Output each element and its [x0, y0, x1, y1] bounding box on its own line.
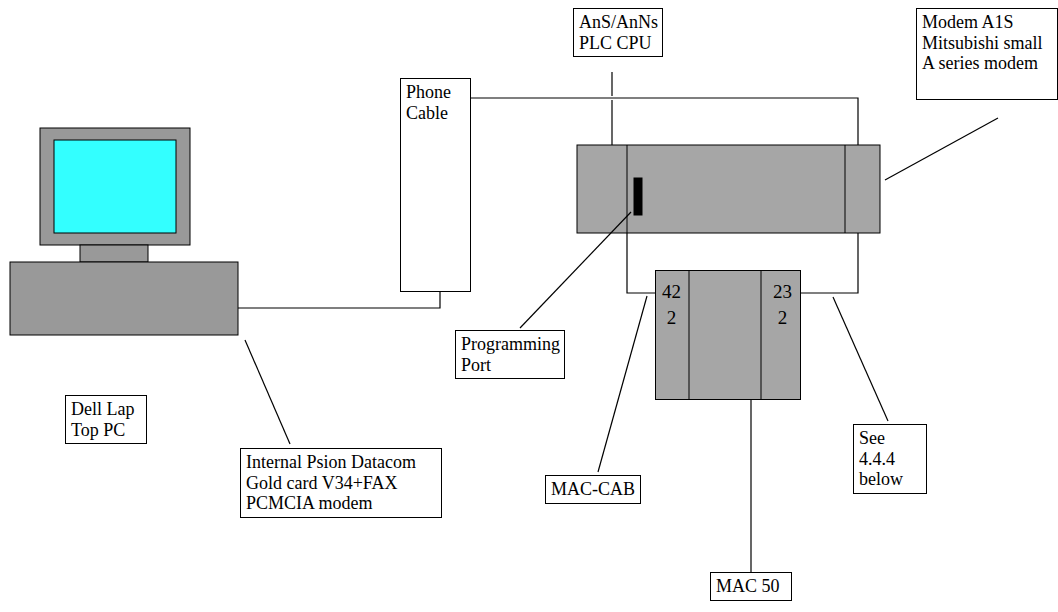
leader-line	[833, 297, 888, 421]
port-label: 422	[662, 279, 681, 330]
device-divider	[689, 271, 690, 399]
callout-text: MAC-CAB	[551, 479, 635, 500]
callout-box: Modem A1S Mitsubishi small A series mode…	[916, 8, 1058, 100]
callout-text: Dell Lap Top PC	[71, 399, 141, 440]
callout-box: See 4.4.4 below	[853, 424, 927, 494]
monitor-screen	[54, 140, 176, 233]
callout-text: See 4.4.4 below	[859, 428, 921, 490]
device-box: 422 232	[655, 270, 801, 400]
computer-base	[10, 262, 238, 335]
rack-body	[577, 145, 880, 233]
leader-line	[611, 100, 612, 145]
callout-box: AnS/AnNs PLC CPU	[573, 8, 663, 57]
callout-text: AnS/AnNs PLC CPU	[579, 12, 657, 53]
leader-line	[598, 296, 647, 472]
rs422-wire	[627, 233, 655, 293]
callout-box: MAC-CAB	[545, 475, 641, 504]
callout-box: Phone Cable	[400, 78, 471, 292]
plc-rack	[577, 145, 880, 233]
leader-line	[750, 400, 751, 572]
rs232-wire	[801, 233, 858, 293]
computer-illustration	[10, 128, 238, 335]
leader-line	[520, 212, 631, 328]
wires	[238, 72, 998, 472]
pc-phone-wire	[238, 292, 440, 308]
callout-box: Programming Port	[455, 330, 565, 379]
programming-port-socket	[634, 178, 642, 215]
rack-divider	[845, 145, 846, 233]
callout-box: Internal Psion Datacom Gold card V34+FAX…	[240, 448, 442, 518]
phone-modem-wire	[471, 98, 858, 145]
port-label: 232	[773, 279, 792, 330]
rack-divider	[627, 145, 628, 233]
callout-text: MAC 50	[716, 576, 786, 597]
callout-text: Programming Port	[461, 334, 559, 375]
monitor-frame	[40, 128, 190, 245]
callout-box: Dell Lap Top PC	[65, 395, 147, 444]
callout-box: MAC 50	[710, 572, 792, 601]
leader-line	[611, 72, 612, 96]
leader-line	[245, 340, 290, 444]
callout-text: Phone Cable	[406, 82, 465, 123]
device-divider	[761, 271, 762, 399]
callout-text: Modem A1S Mitsubishi small A series mode…	[922, 12, 1052, 74]
monitor-neck	[80, 245, 148, 262]
callout-text: Internal Psion Datacom Gold card V34+FAX…	[246, 452, 436, 514]
leader-line	[885, 118, 998, 180]
